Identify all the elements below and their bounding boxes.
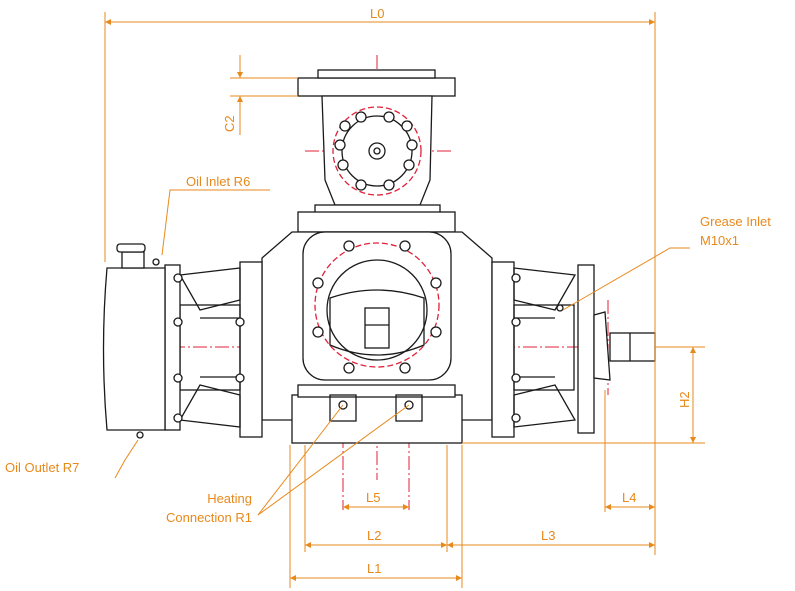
leader-lines	[114, 189, 690, 516]
heating-label-line1: Heating	[207, 491, 252, 506]
dim-l2: L2	[367, 528, 381, 543]
dim-l1: L1	[367, 561, 381, 576]
dim-l5: L5	[366, 490, 380, 505]
oil-inlet-label: Oil Inlet R6	[186, 174, 250, 189]
dim-l0: L0	[370, 6, 384, 21]
dim-l3: L3	[541, 528, 555, 543]
dim-c2: C2	[222, 115, 237, 132]
heating-label-line2: Connection R1	[166, 510, 252, 525]
pump-body	[102, 69, 656, 444]
oil-outlet-label: Oil Outlet R7	[5, 460, 79, 475]
dim-l4: L4	[622, 490, 636, 505]
dim-h2: H2	[677, 391, 692, 408]
bolts	[136, 111, 564, 439]
grease-label-line1: Grease Inlet	[700, 214, 771, 229]
dimension-labels: L0 C2 H2 L5 L4 L2 L3 L1	[222, 6, 692, 576]
grease-label-line2: M10x1	[700, 233, 739, 248]
annotation-labels: Oil Inlet R6 Oil Outlet R7 Heating Conne…	[5, 174, 771, 525]
dimension-lines	[104, 12, 705, 588]
